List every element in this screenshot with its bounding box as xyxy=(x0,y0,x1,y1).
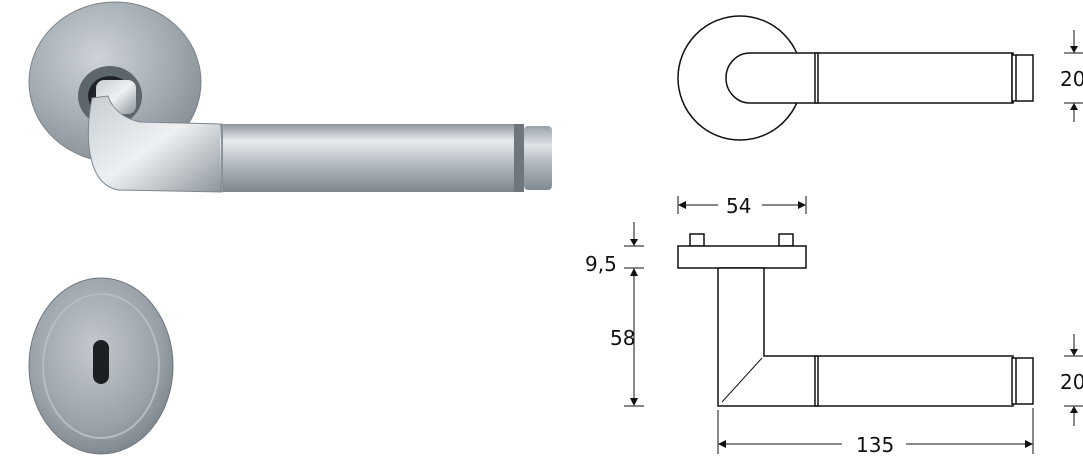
dimension-label-height-top: 20 xyxy=(1060,67,1083,91)
side-view-drawing xyxy=(677,233,1034,407)
front-view-drawing xyxy=(677,15,1034,141)
dimension-label-height-bottom: 20 xyxy=(1060,370,1083,394)
dimension-rose-width xyxy=(677,196,807,214)
lever-handle-photo xyxy=(28,1,552,193)
dimension-label-length: 135 xyxy=(856,433,894,456)
dimension-rose-depth xyxy=(624,222,644,269)
lever-barrel xyxy=(220,124,520,192)
keyhole-icon xyxy=(93,340,109,384)
dimension-projection xyxy=(624,268,644,407)
dimension-label-rose-width: 54 xyxy=(726,194,751,218)
keyhole-escutcheon-photo xyxy=(28,277,174,455)
dimension-label-rose-depth: 9,5 xyxy=(585,252,617,276)
dimension-label-projection: 58 xyxy=(610,326,635,350)
lever-end-cap xyxy=(524,126,552,190)
dimension-length xyxy=(717,408,1034,454)
lever-ring xyxy=(514,124,524,192)
lever-elbow xyxy=(87,95,223,193)
dimension-height-top xyxy=(1064,30,1083,122)
dimension-height-bottom xyxy=(1064,334,1083,426)
